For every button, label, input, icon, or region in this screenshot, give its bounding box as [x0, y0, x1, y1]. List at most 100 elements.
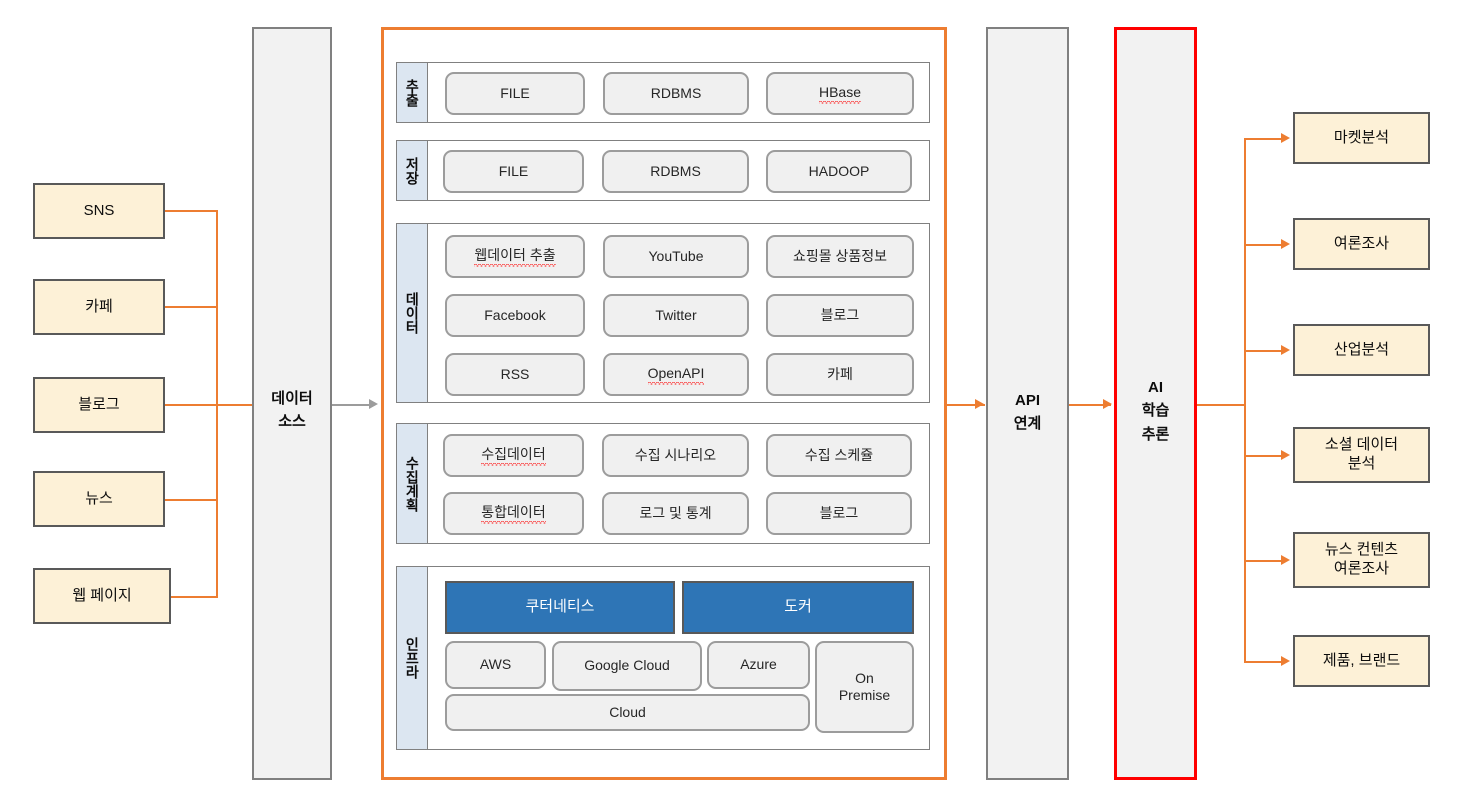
- chip-storage-rdbms[interactable]: RDBMS: [602, 150, 749, 193]
- pillar-ai-learning-inference[interactable]: AI 학습 추론: [1114, 27, 1197, 780]
- chip-label: OpenAPI: [647, 365, 704, 385]
- chip-label: YouTube: [648, 247, 704, 264]
- chip-label: 통합데이터: [481, 504, 547, 524]
- chip-plan-blog[interactable]: 블로그: [766, 492, 912, 535]
- chip-infra-aws[interactable]: AWS: [445, 641, 546, 689]
- chip-label: 로그 및 통계: [639, 504, 712, 521]
- chip-data-openapi[interactable]: OpenAPI: [603, 353, 749, 396]
- chip-label: 카페: [827, 365, 853, 382]
- chip-data-twitter[interactable]: Twitter: [603, 294, 749, 337]
- connector-outcome-2: [1244, 244, 1284, 246]
- chip-label: Facebook: [484, 306, 546, 323]
- chip-label: Twitter: [655, 306, 697, 323]
- outcome-label-line-1: 여론조사: [1333, 234, 1390, 252]
- chip-storage-file[interactable]: FILE: [443, 150, 584, 193]
- section-label-infra: 인프라: [397, 567, 428, 749]
- pillar-line-1: API: [1014, 392, 1040, 409]
- connector-news: [165, 499, 218, 501]
- connector-outcome-spine: [1244, 138, 1246, 661]
- section-label-collection-plan: 수집계획: [397, 424, 428, 543]
- chip-data-youtube[interactable]: YouTube: [603, 235, 749, 278]
- source-label: 블로그: [78, 395, 120, 413]
- connector-cafe: [165, 306, 218, 308]
- chip-data-web-extract[interactable]: 웹데이터 추출: [445, 235, 585, 278]
- connector-blog: [165, 404, 253, 406]
- outcome-label-line-2: 여론조사: [1333, 560, 1390, 577]
- chip-label: 쿠터네티스: [525, 598, 595, 616]
- outcome-box-market-analysis[interactable]: 마켓분석: [1293, 112, 1430, 164]
- chip-label: RDBMS: [650, 84, 702, 101]
- outcome-label-line-1: 소셜 데이터: [1324, 436, 1399, 454]
- chip-label: 쇼핑몰 상품정보: [792, 247, 888, 264]
- source-label: 카페: [85, 297, 113, 315]
- chip-data-blog[interactable]: 블로그: [766, 294, 914, 337]
- source-box-blog[interactable]: 블로그: [33, 377, 165, 433]
- chip-label: HADOOP: [808, 162, 870, 179]
- connector-webpage-vert: [216, 404, 218, 597]
- pillar-line-3: 추론: [1141, 425, 1170, 443]
- chip-label: AWS: [479, 656, 512, 673]
- arrowhead-api-to-ai: [1103, 399, 1112, 409]
- arrowhead-outcome-6: [1281, 656, 1290, 666]
- source-label: 웹 페이지: [72, 586, 132, 604]
- section-data: 데이터 웹데이터 추출 YouTube 쇼핑몰 상품정보 Facebook Tw…: [396, 223, 930, 403]
- connector-platform-to-api: [947, 404, 985, 406]
- chip-plan-collect-data[interactable]: 수집데이터: [443, 434, 584, 477]
- chip-data-facebook[interactable]: Facebook: [445, 294, 585, 337]
- chip-label: RDBMS: [650, 162, 701, 179]
- connector-ai-trunk: [1197, 404, 1246, 406]
- chip-storage-hadoop[interactable]: HADOOP: [766, 150, 912, 193]
- connector-api-to-ai: [1069, 404, 1111, 406]
- outcome-box-social-data-analysis[interactable]: 소셜 데이터 분석: [1293, 427, 1430, 483]
- pillar-data-source[interactable]: 데이터 소스: [252, 27, 332, 780]
- arrowhead-outcome-5: [1281, 555, 1290, 565]
- chip-infra-kubernetes[interactable]: 쿠터네티스: [445, 581, 675, 634]
- pillar-line-2: 학습: [1141, 402, 1170, 420]
- section-collection-plan: 수집계획 수집데이터 수집 시나리오 수집 스케쥴 통합데이터 로그 및 통계 …: [396, 423, 930, 544]
- outcome-label-line-1: 마켓분석: [1333, 128, 1390, 146]
- pillar-text: AI 학습 추론: [1117, 376, 1194, 446]
- outcome-box-news-content-opinion[interactable]: 뉴스 컨텐츠 여론조사: [1293, 532, 1430, 588]
- chip-infra-cloud-bar[interactable]: Cloud: [445, 694, 810, 731]
- chip-label: HBase: [818, 84, 862, 104]
- source-box-sns[interactable]: SNS: [33, 183, 165, 239]
- outcome-label-line-1: 뉴스 컨텐츠: [1324, 541, 1399, 559]
- chip-extract-hbase[interactable]: HBase: [766, 72, 914, 115]
- chip-extract-rdbms[interactable]: RDBMS: [603, 72, 749, 115]
- connector-outcome-3: [1244, 350, 1284, 352]
- source-box-webpage[interactable]: 웹 페이지: [33, 568, 171, 624]
- connector-sns: [165, 210, 218, 212]
- outcome-label-line-2: 분석: [1347, 455, 1376, 472]
- chip-infra-on-premise[interactable]: On Premise: [815, 641, 914, 733]
- outcome-label-line-1: 제품, 브랜드: [1322, 651, 1401, 669]
- chip-infra-docker[interactable]: 도커: [682, 581, 914, 634]
- chip-plan-log-stats[interactable]: 로그 및 통계: [602, 492, 749, 535]
- chip-plan-schedule[interactable]: 수집 스케쥴: [766, 434, 912, 477]
- chip-plan-scenario[interactable]: 수집 시나리오: [602, 434, 749, 477]
- chip-label: Google Cloud: [584, 657, 670, 674]
- chip-data-rss[interactable]: RSS: [445, 353, 585, 396]
- outcome-box-industry-analysis[interactable]: 산업분석: [1293, 324, 1430, 376]
- outcome-label-line-1: 산업분석: [1333, 340, 1390, 358]
- chip-data-shopping[interactable]: 쇼핑몰 상품정보: [766, 235, 914, 278]
- chip-infra-azure[interactable]: Azure: [707, 641, 810, 689]
- chip-label: 블로그: [819, 504, 859, 521]
- source-box-cafe[interactable]: 카페: [33, 279, 165, 335]
- connector-webpage: [171, 596, 218, 598]
- chip-infra-google-cloud[interactable]: Google Cloud: [552, 641, 702, 691]
- source-label: 뉴스: [85, 489, 113, 507]
- source-box-news[interactable]: 뉴스: [33, 471, 165, 527]
- outcome-box-public-opinion[interactable]: 여론조사: [1293, 218, 1430, 270]
- section-label-extract: 추출: [397, 63, 428, 122]
- arrowhead-outcome-4: [1281, 450, 1290, 460]
- chip-label: FILE: [498, 162, 529, 179]
- chip-data-cafe[interactable]: 카페: [766, 353, 914, 396]
- chip-label: 수집 스케쥴: [804, 446, 874, 463]
- chip-extract-file[interactable]: FILE: [445, 72, 585, 115]
- pillar-api-integration[interactable]: API 연계: [986, 27, 1069, 780]
- outcome-box-product-brand[interactable]: 제품, 브랜드: [1293, 635, 1430, 687]
- pillar-line-1: 데이터: [271, 390, 313, 407]
- section-extract: 추출 FILE RDBMS HBase: [396, 62, 930, 123]
- chip-label: 웹데이터 추출: [474, 247, 556, 267]
- chip-plan-integrated-data[interactable]: 통합데이터: [443, 492, 584, 535]
